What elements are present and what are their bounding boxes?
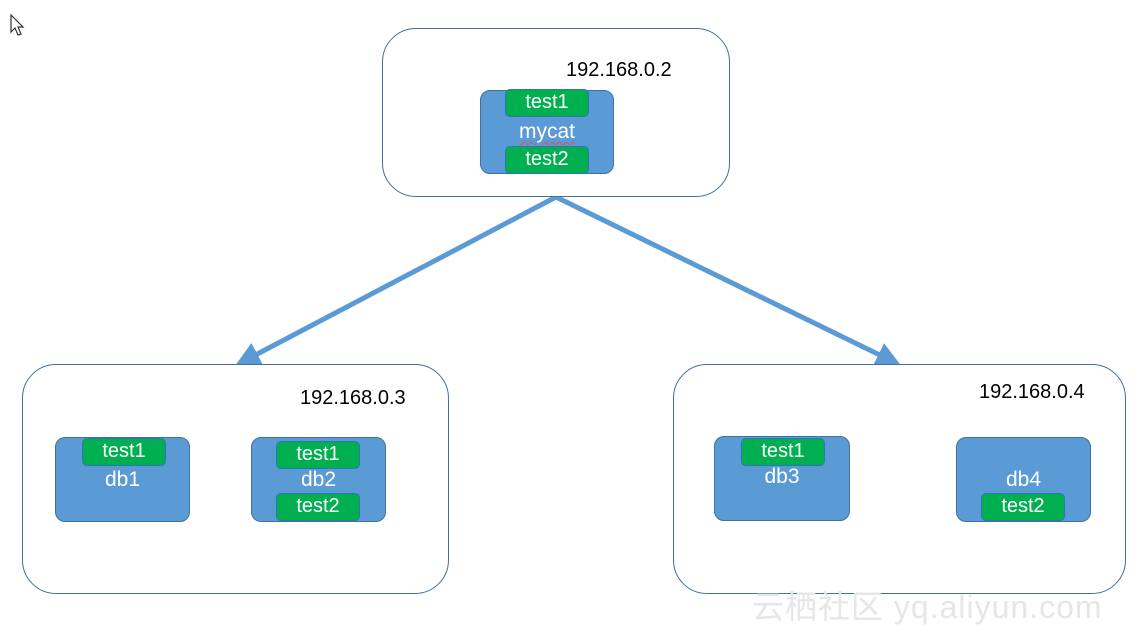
table-test2: test2: [505, 146, 589, 174]
table-test1: test1: [276, 441, 360, 469]
mouse-pointer-icon: [10, 14, 25, 36]
mycat-node: test1 mycat test2: [480, 89, 614, 174]
server-ip: 192.168.0.4: [979, 381, 1085, 403]
table-test1: test1: [82, 438, 166, 466]
server-box-mycat: 192.168.0.2 test1 mycat test2: [382, 28, 730, 197]
db2-node: test1 db2 test2: [251, 437, 386, 522]
mycat-label: mycat: [518, 120, 575, 143]
db1-label: db1: [104, 468, 141, 491]
watermark: 云栖社区 yq.aliyun.com: [752, 589, 1103, 625]
table-test2: test2: [276, 493, 360, 521]
db3-node: test1 db3: [714, 436, 850, 521]
db1-node: test1 db1: [55, 437, 190, 522]
server-ip: 192.168.0.3: [300, 387, 406, 409]
db4-node: db4 test2: [956, 437, 1091, 522]
db4-label: db4: [1005, 468, 1042, 491]
table-test1: test1: [505, 89, 589, 117]
server-ip: 192.168.0.2: [566, 59, 672, 81]
db2-label: db2: [300, 468, 337, 491]
table-test1: test1: [741, 438, 825, 466]
table-test2: test2: [981, 493, 1065, 521]
node-label: mycat: [481, 120, 613, 144]
server-box-192-168-0-3: 192.168.0.3 test1 db1 test1 db2 test2: [22, 364, 449, 594]
arrow-to-192-168-0-3: [235, 194, 558, 366]
arrow-to-192-168-0-4: [554, 194, 901, 366]
server-box-192-168-0-4: 192.168.0.4 test1 db3 db4 test2: [673, 364, 1126, 594]
db3-label: db3: [764, 465, 800, 488]
